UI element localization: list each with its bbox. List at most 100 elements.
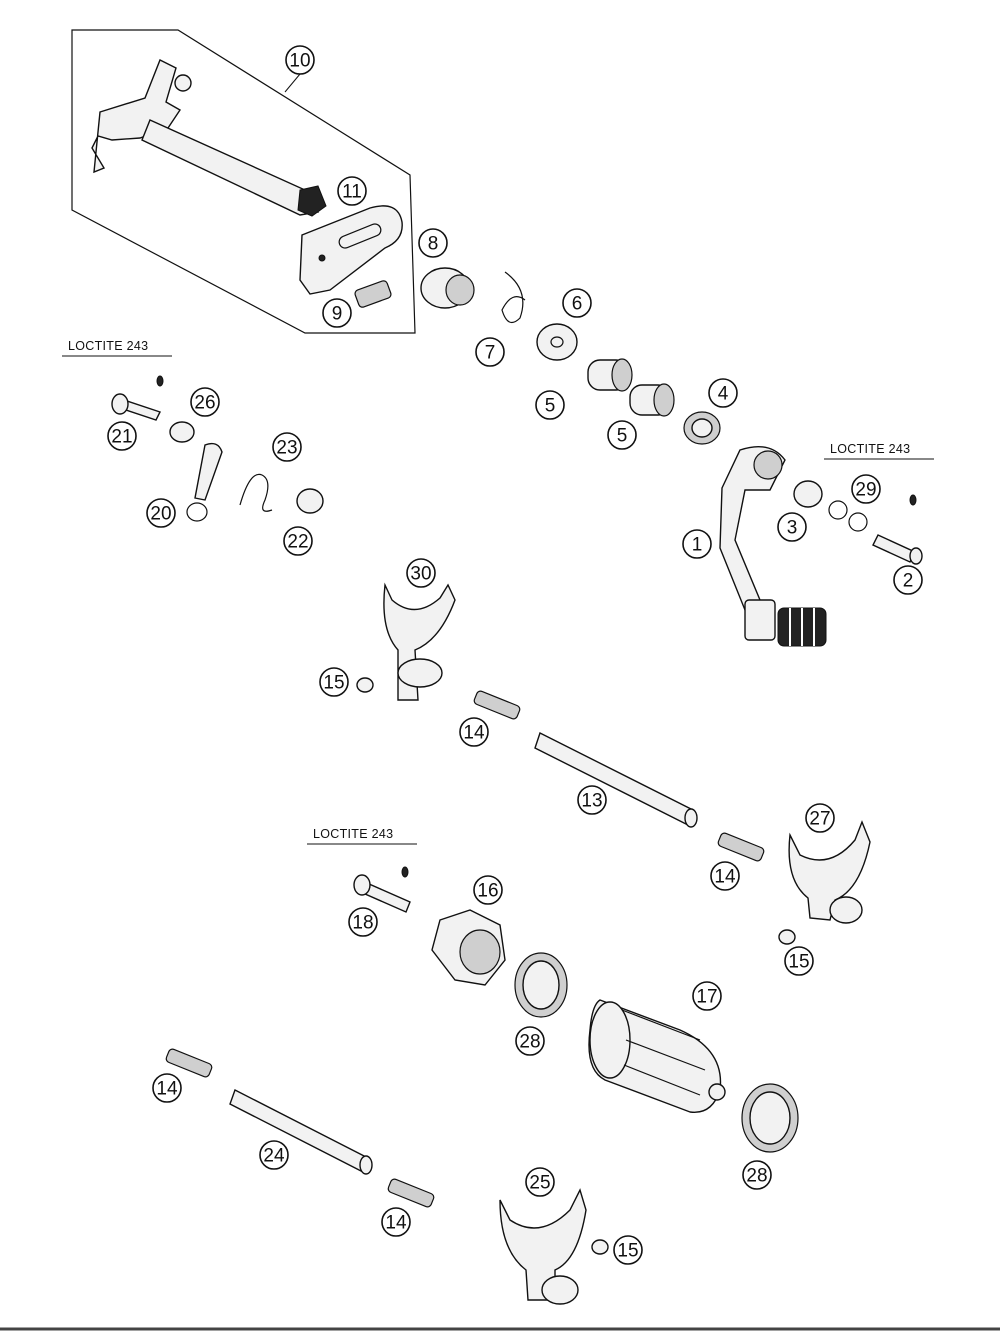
callout-label: 20: [150, 504, 171, 525]
bearing-5a-part: [587, 358, 633, 392]
bolt-2-part: [872, 534, 923, 565]
spring-9-part: [354, 280, 392, 308]
callout-c15c: 15: [613, 1235, 643, 1265]
bushing-8-part: [420, 267, 475, 309]
callout-label: 10: [289, 51, 310, 72]
callout-label: 15: [788, 952, 809, 973]
callout-label: 30: [410, 564, 431, 585]
callout-c4: 4: [708, 378, 738, 408]
callout-label: 5: [617, 426, 628, 447]
callout-label: 23: [276, 438, 297, 459]
callout-label: 9: [332, 304, 343, 325]
loctite-drop-right: [909, 494, 917, 506]
callout-label: 14: [385, 1213, 407, 1234]
lever-20-part: [186, 442, 223, 522]
callout-c10: 10: [285, 45, 315, 75]
callout-c26: 26: [190, 387, 220, 417]
callout-label: 2: [903, 571, 914, 592]
callout-label: 28: [519, 1032, 540, 1053]
callout-label: 15: [617, 1241, 638, 1262]
callout-label: 21: [111, 427, 132, 448]
washer-29b-part: [848, 512, 868, 532]
callout-label: 15: [323, 673, 344, 694]
loctite-note-label: LOCTITE 243: [830, 442, 910, 456]
callout-c22: 22: [283, 526, 313, 556]
callout-c9: 9: [322, 298, 352, 328]
callout-label: 11: [342, 182, 362, 203]
callout-label: 1: [692, 535, 703, 556]
washer-6-part: [536, 323, 578, 361]
callout-label: 3: [787, 518, 798, 539]
rod-24-part: [229, 1089, 373, 1175]
callout-c21: 21: [107, 421, 137, 451]
callout-label: 25: [529, 1173, 550, 1194]
callout-label: 14: [156, 1079, 178, 1100]
callout-label: 5: [545, 396, 556, 417]
spring-14b-part: [717, 832, 765, 862]
callout-c20: 20: [146, 498, 176, 528]
washer-3-part: [793, 480, 823, 508]
washer-26-part: [169, 421, 195, 443]
callout-c8: 8: [418, 228, 448, 258]
loctite-drop-mid: [401, 866, 409, 878]
bolt-18-part: [353, 874, 411, 913]
callout-label: 24: [263, 1146, 285, 1167]
pin-15b-part: [778, 929, 796, 945]
loctite-note-n3: LOCTITE 243: [307, 827, 417, 845]
callout-c11: 11: [337, 176, 367, 206]
callout-c7: 7: [475, 337, 505, 367]
callout-label: 22: [287, 532, 308, 553]
callout-c14d: 14: [381, 1207, 411, 1237]
callout-c14b: 14: [710, 861, 740, 891]
washer-29a-part: [828, 500, 848, 520]
bearing-5b-part: [629, 383, 675, 417]
bushing-22-part: [296, 488, 324, 514]
callout-c1: 1: [682, 529, 712, 559]
callout-label: 14: [463, 723, 485, 744]
callout-label: 13: [581, 791, 602, 812]
callout-label: 14: [714, 867, 736, 888]
callout-c30: 30: [406, 558, 436, 588]
shift-plate-part: [299, 205, 403, 295]
callout-label: 17: [696, 987, 717, 1008]
shift-fork-27-part: [788, 820, 871, 924]
callout-c15b: 15: [784, 946, 814, 976]
callout-c14c: 14: [152, 1073, 182, 1103]
callout-c25: 25: [525, 1167, 555, 1197]
callout-label: 28: [746, 1166, 767, 1187]
shift-fork-25-part: [499, 1188, 587, 1305]
callout-c3: 3: [777, 512, 807, 542]
loctite-note-label: LOCTITE 243: [68, 339, 148, 353]
callout-c16: 16: [473, 875, 503, 905]
shift-lever-part: [719, 446, 827, 647]
rod-13-part: [534, 732, 698, 828]
spring-14d-part: [387, 1178, 435, 1208]
callout-c13: 13: [577, 785, 607, 815]
spring-23-part: [239, 473, 273, 512]
shift-drum-17-part: [588, 999, 726, 1114]
callout-label: 16: [477, 881, 498, 902]
callout-label: 18: [352, 913, 373, 934]
seal-4-part: [683, 411, 721, 445]
callout-label: 7: [485, 343, 496, 364]
loctite-note-n1: LOCTITE 243: [62, 339, 172, 357]
bearing-28a-part: [514, 952, 568, 1018]
callout-c2: 2: [893, 565, 923, 595]
callout-label: 29: [855, 480, 876, 501]
callout-c14a: 14: [459, 717, 489, 747]
shift-fork-30-part: [383, 582, 456, 701]
callout-c6: 6: [562, 288, 592, 318]
callout-c28a: 28: [515, 1026, 545, 1056]
callout-c29: 29: [851, 474, 881, 504]
callout-c27: 27: [805, 803, 835, 833]
callout-label: 6: [572, 294, 583, 315]
spring-14a-part: [473, 690, 521, 720]
shift-shaft-part: [91, 59, 327, 217]
bearing-28b-part: [741, 1083, 799, 1153]
callout-label: 26: [194, 393, 215, 414]
callout-c28b: 28: [742, 1160, 772, 1190]
callout-c5a: 5: [535, 390, 565, 420]
